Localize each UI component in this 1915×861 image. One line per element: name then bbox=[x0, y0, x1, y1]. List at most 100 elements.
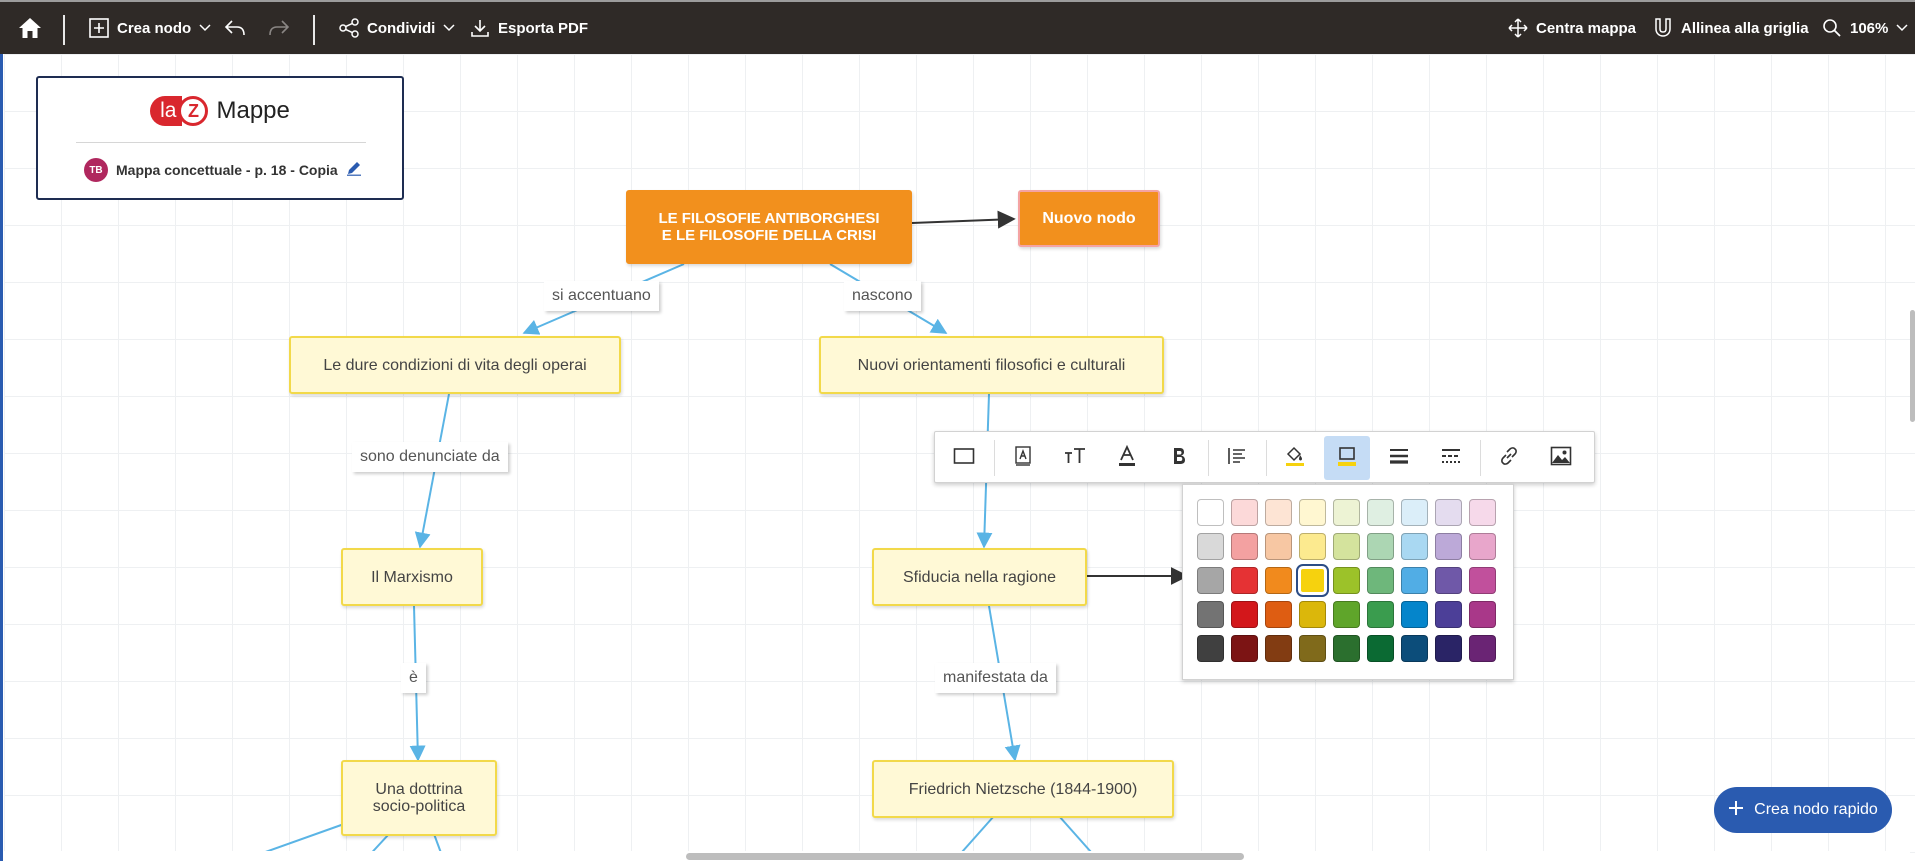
text-color-icon bbox=[1117, 444, 1137, 472]
toolbar-divider bbox=[313, 15, 315, 45]
link-label[interactable]: manifestata da bbox=[935, 663, 1056, 693]
font-size-button[interactable] bbox=[1052, 436, 1098, 480]
quick-create-node-button[interactable]: Crea nodo rapido bbox=[1714, 787, 1892, 833]
color-swatch[interactable] bbox=[1333, 601, 1360, 628]
align-grid-button[interactable]: Allinea alla griglia bbox=[1653, 2, 1809, 54]
color-swatch[interactable] bbox=[1231, 601, 1258, 628]
redo-icon bbox=[268, 19, 290, 37]
color-swatch[interactable] bbox=[1299, 601, 1326, 628]
color-swatch[interactable] bbox=[1231, 499, 1258, 526]
create-node-button[interactable]: Crea nodo bbox=[89, 2, 211, 54]
shape-button[interactable] bbox=[941, 436, 987, 480]
color-swatch[interactable] bbox=[1469, 533, 1496, 560]
color-swatch[interactable] bbox=[1265, 499, 1292, 526]
share-button[interactable]: Condividi bbox=[339, 2, 455, 54]
redo-button[interactable] bbox=[268, 2, 290, 54]
color-swatch[interactable] bbox=[1265, 567, 1292, 594]
new-node[interactable]: Nuovo nodo bbox=[1018, 190, 1160, 247]
color-swatch[interactable] bbox=[1401, 635, 1428, 662]
plus-icon bbox=[1728, 800, 1744, 821]
color-swatch[interactable] bbox=[1435, 533, 1462, 560]
image-button[interactable] bbox=[1538, 436, 1584, 480]
border-width-button[interactable] bbox=[1376, 436, 1422, 480]
text-style-button[interactable] bbox=[1000, 436, 1046, 480]
center-map-button[interactable]: Centra mappa bbox=[1508, 2, 1636, 54]
color-swatch[interactable] bbox=[1367, 635, 1394, 662]
bold-icon bbox=[1171, 447, 1187, 470]
quick-create-label: Crea nodo rapido bbox=[1754, 801, 1878, 818]
color-swatch[interactable] bbox=[1401, 601, 1428, 628]
download-icon bbox=[470, 18, 490, 38]
map-title: Mappa concettuale - p. 18 - Copia bbox=[116, 162, 338, 178]
color-swatch[interactable] bbox=[1401, 567, 1428, 594]
color-swatch[interactable] bbox=[1401, 533, 1428, 560]
color-swatch[interactable] bbox=[1197, 635, 1224, 662]
color-swatch[interactable] bbox=[1435, 635, 1462, 662]
link-button[interactable] bbox=[1486, 436, 1532, 480]
color-swatch[interactable] bbox=[1197, 567, 1224, 594]
color-swatch[interactable] bbox=[1299, 635, 1326, 662]
color-swatch[interactable] bbox=[1367, 601, 1394, 628]
magnet-icon bbox=[1653, 17, 1673, 39]
border-width-icon bbox=[1388, 447, 1410, 470]
color-swatch[interactable] bbox=[1265, 601, 1292, 628]
share-icon bbox=[339, 18, 359, 38]
color-swatch[interactable] bbox=[1197, 601, 1224, 628]
node-distrust-reason[interactable]: Sfiducia nella ragione bbox=[872, 548, 1087, 606]
border-style-icon bbox=[1440, 447, 1462, 470]
color-swatch[interactable] bbox=[1435, 567, 1462, 594]
color-swatch[interactable] bbox=[1299, 499, 1326, 526]
align-button[interactable] bbox=[1214, 436, 1260, 480]
color-swatch[interactable] bbox=[1367, 567, 1394, 594]
export-pdf-button[interactable]: Esporta PDF bbox=[470, 2, 588, 54]
color-swatch[interactable] bbox=[1469, 567, 1496, 594]
link-label[interactable]: si accentuano bbox=[544, 281, 659, 311]
align-grid-label: Allinea alla griglia bbox=[1681, 19, 1809, 37]
color-swatch[interactable] bbox=[1469, 635, 1496, 662]
border-color-button[interactable] bbox=[1324, 436, 1370, 480]
color-swatch[interactable] bbox=[1231, 635, 1258, 662]
color-swatch[interactable] bbox=[1333, 533, 1360, 560]
color-swatch[interactable] bbox=[1367, 533, 1394, 560]
zoom-level: 106% bbox=[1850, 19, 1889, 37]
home-icon bbox=[18, 17, 42, 39]
node-new-orientations[interactable]: Nuovi orientamenti filosofici e cultural… bbox=[819, 336, 1164, 394]
text-color-button[interactable] bbox=[1104, 436, 1150, 480]
color-swatch[interactable] bbox=[1333, 635, 1360, 662]
root-node[interactable]: LE FILOSOFIE ANTIBORGHESI E LE FILOSOFIE… bbox=[626, 190, 912, 264]
color-swatch[interactable] bbox=[1299, 533, 1326, 560]
color-swatch[interactable] bbox=[1401, 499, 1428, 526]
text-style-icon bbox=[1014, 445, 1032, 471]
node-marxism[interactable]: Il Marxismo bbox=[341, 548, 483, 606]
color-swatch[interactable] bbox=[1231, 533, 1258, 560]
color-swatch[interactable] bbox=[1197, 499, 1224, 526]
chevron-down-icon bbox=[1896, 24, 1908, 32]
node-workers-conditions[interactable]: Le dure condizioni di vita degli operai bbox=[289, 336, 621, 394]
link-label[interactable]: nascono bbox=[844, 281, 921, 311]
horizontal-scrollbar-thumb[interactable] bbox=[686, 853, 1244, 860]
vertical-scrollbar-thumb[interactable] bbox=[1910, 310, 1915, 422]
bold-button[interactable] bbox=[1156, 436, 1202, 480]
border-style-button[interactable] bbox=[1428, 436, 1474, 480]
edit-pencil-icon[interactable] bbox=[346, 160, 362, 181]
color-swatch[interactable] bbox=[1435, 601, 1462, 628]
node-nietzsche[interactable]: Friedrich Nietzsche (1844-1900) bbox=[872, 760, 1174, 818]
undo-button[interactable] bbox=[224, 2, 246, 54]
link-label[interactable]: sono denunciate da bbox=[352, 442, 508, 472]
color-swatch[interactable] bbox=[1197, 533, 1224, 560]
fill-color-button[interactable] bbox=[1272, 436, 1318, 480]
home-button[interactable] bbox=[18, 2, 42, 54]
color-swatch[interactable] bbox=[1231, 567, 1258, 594]
color-swatch[interactable] bbox=[1469, 601, 1496, 628]
color-swatch[interactable] bbox=[1265, 533, 1292, 560]
node-doctrine[interactable]: Una dottrina socio-politica bbox=[341, 760, 497, 836]
color-swatch[interactable] bbox=[1435, 499, 1462, 526]
color-swatch[interactable] bbox=[1469, 499, 1496, 526]
color-swatch[interactable] bbox=[1367, 499, 1394, 526]
color-swatch[interactable] bbox=[1333, 499, 1360, 526]
zoom-control[interactable]: 106% bbox=[1822, 2, 1908, 54]
link-label[interactable]: è bbox=[401, 663, 426, 693]
color-swatch[interactable] bbox=[1265, 635, 1292, 662]
color-swatch[interactable] bbox=[1296, 564, 1329, 597]
color-swatch[interactable] bbox=[1333, 567, 1360, 594]
